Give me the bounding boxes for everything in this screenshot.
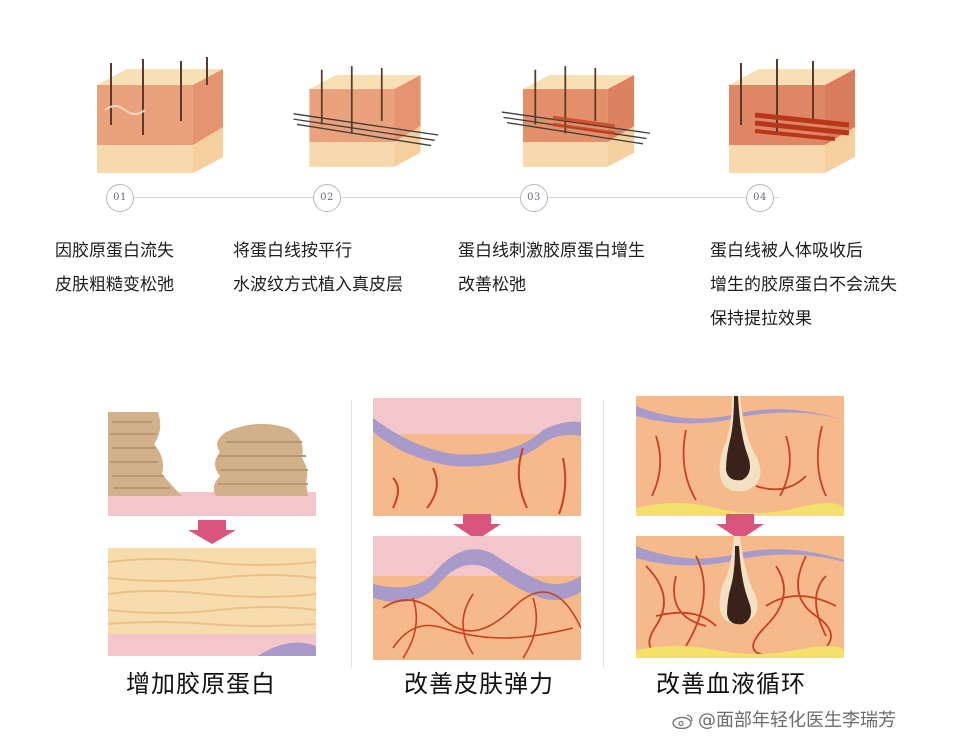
step-description-line: 因胶原蛋白流失 bbox=[55, 241, 174, 261]
step-description-line: 皮肤粗糙变松弛 bbox=[55, 275, 174, 295]
skin-block-illustration-4 bbox=[729, 59, 855, 173]
skin-block-illustration-1 bbox=[97, 57, 223, 173]
step-description-3: 蛋白线刺激胶原蛋白增生 改善松弛 bbox=[458, 234, 645, 302]
panel-divider bbox=[603, 400, 604, 668]
skin-elasticity-illustration bbox=[373, 398, 581, 660]
panel-divider bbox=[351, 400, 352, 668]
step-description-line: 保持提拉效果 bbox=[710, 309, 812, 329]
watermark: @面部年轻化医生李瑞芳 bbox=[672, 706, 896, 732]
step-description-line: 改善松弛 bbox=[458, 275, 526, 295]
step-description-2: 将蛋白线按平行 水波纹方式植入真皮层 bbox=[233, 234, 403, 302]
step-description-line: 将蛋白线按平行 bbox=[233, 241, 352, 261]
skin-block-illustration-2 bbox=[293, 66, 439, 167]
step-number-badge: 04 bbox=[746, 184, 774, 212]
step-description-line: 蛋白线被人体吸收后 bbox=[710, 241, 863, 261]
blood-circulation-illustration bbox=[636, 396, 844, 658]
step-number-badge: 03 bbox=[520, 184, 548, 212]
step-number-badge: 01 bbox=[106, 184, 134, 212]
step-timeline bbox=[120, 197, 780, 198]
step-description-line: 蛋白线刺激胶原蛋白增生 bbox=[458, 241, 645, 261]
watermark-text: @面部年轻化医生李瑞芳 bbox=[698, 710, 896, 731]
step-description-line: 水波纹方式植入真皮层 bbox=[233, 275, 403, 295]
skin-block-illustration-3 bbox=[501, 66, 650, 167]
step-description-line: 增生的胶原蛋白不会流失 bbox=[710, 275, 897, 295]
effect-caption-elasticity: 改善皮肤弹力 bbox=[404, 670, 554, 698]
step-description-1: 因胶原蛋白流失 皮肤粗糙变松弛 bbox=[55, 234, 174, 302]
effect-caption-circulation: 改善血液循环 bbox=[656, 670, 806, 698]
step-number-badge: 02 bbox=[313, 184, 341, 212]
collagen-increase-illustration bbox=[108, 412, 316, 656]
step-description-4: 蛋白线被人体吸收后 增生的胶原蛋白不会流失 保持提拉效果 bbox=[710, 234, 897, 336]
weibo-icon bbox=[672, 714, 693, 729]
effect-caption-collagen: 增加胶原蛋白 bbox=[126, 670, 276, 698]
